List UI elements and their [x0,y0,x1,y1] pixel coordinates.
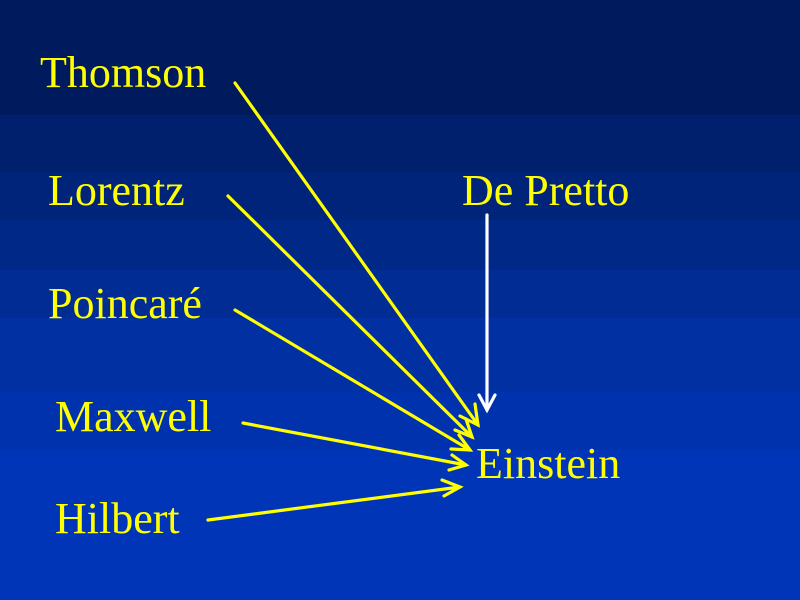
node-maxwell: Maxwell [55,392,211,441]
node-poincare: Poincaré [48,279,202,328]
node-einstein: Einstein [476,439,620,488]
background-band [0,270,800,318]
edges [206,81,497,522]
arrowhead-depretto [477,393,497,414]
arrowhead-hilbert [440,478,464,498]
background-band [0,450,800,600]
background-band [0,318,800,392]
background-band [0,0,800,115]
node-depretto: De Pretto [462,166,629,215]
arrowhead-lorentz [453,417,475,440]
background-band [0,115,800,172]
edge-maxwell-einstein [241,421,468,467]
background-band [0,392,800,450]
arrowhead-maxwell [447,453,470,472]
edge-lorentz-einstein [226,194,474,439]
edge-hilbert-einstein [206,485,462,522]
background-band [0,220,800,270]
node-thomson: Thomson [40,48,206,97]
node-hilbert: Hilbert [55,494,180,543]
arrowhead-poincare [449,433,474,452]
edge-thomson-einstein [233,81,480,427]
node-lorentz: Lorentz [48,166,185,215]
background-band [0,172,800,220]
edge-poincare-einstein [233,308,472,452]
